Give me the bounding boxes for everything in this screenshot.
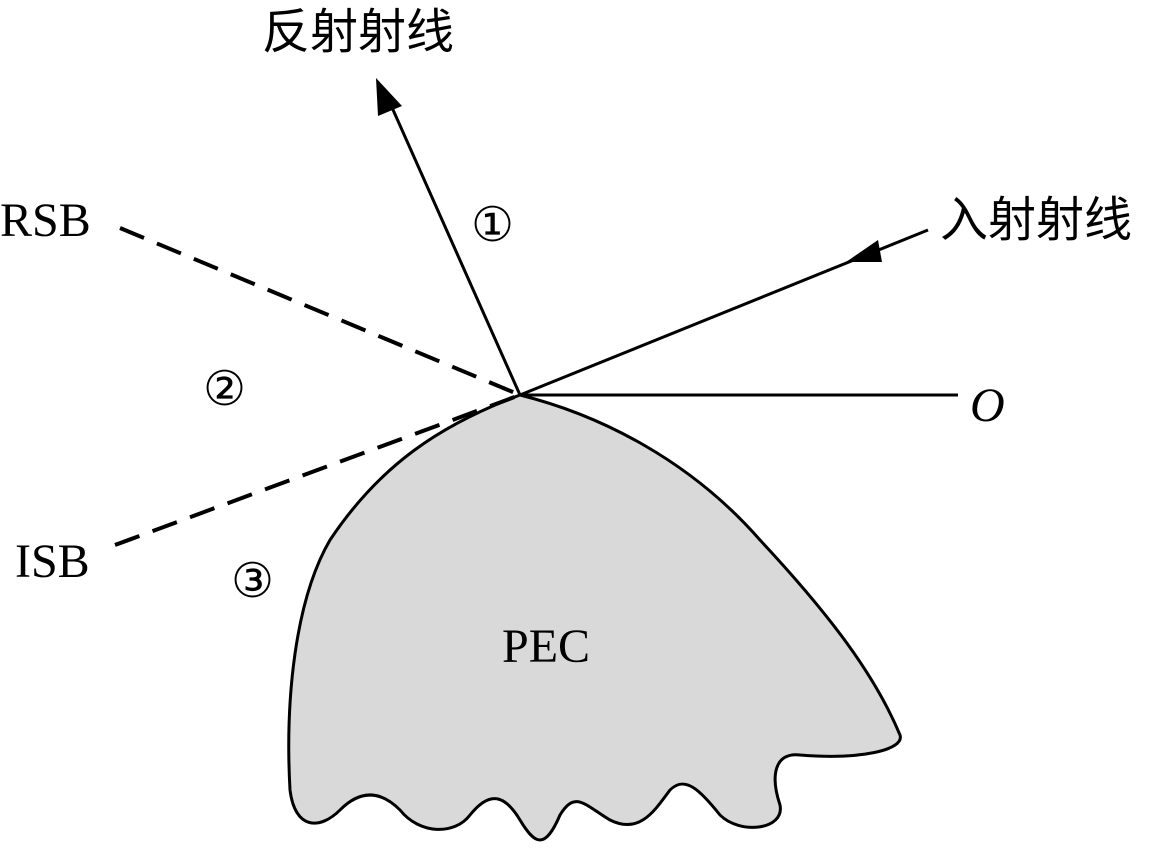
origin-label: O xyxy=(970,379,1005,432)
rsb-label: RSB xyxy=(0,194,91,247)
incident-ray-label: 入射射线 xyxy=(940,194,1132,247)
reflected-ray-label: 反射射线 xyxy=(262,6,454,59)
reflected-ray-line xyxy=(388,102,522,396)
region-1-marker: ① xyxy=(471,199,514,252)
isb-label: ISB xyxy=(15,535,90,588)
incident-ray-arrowhead xyxy=(846,240,882,262)
isb-boundary-line xyxy=(114,393,521,547)
region-2-marker: ② xyxy=(203,363,246,416)
pec-label: PEC xyxy=(502,620,590,673)
pec-body xyxy=(287,393,902,842)
rsb-boundary-line xyxy=(119,226,521,397)
reflected-ray-arrowhead xyxy=(376,78,402,116)
region-3-marker: ③ xyxy=(231,555,274,608)
